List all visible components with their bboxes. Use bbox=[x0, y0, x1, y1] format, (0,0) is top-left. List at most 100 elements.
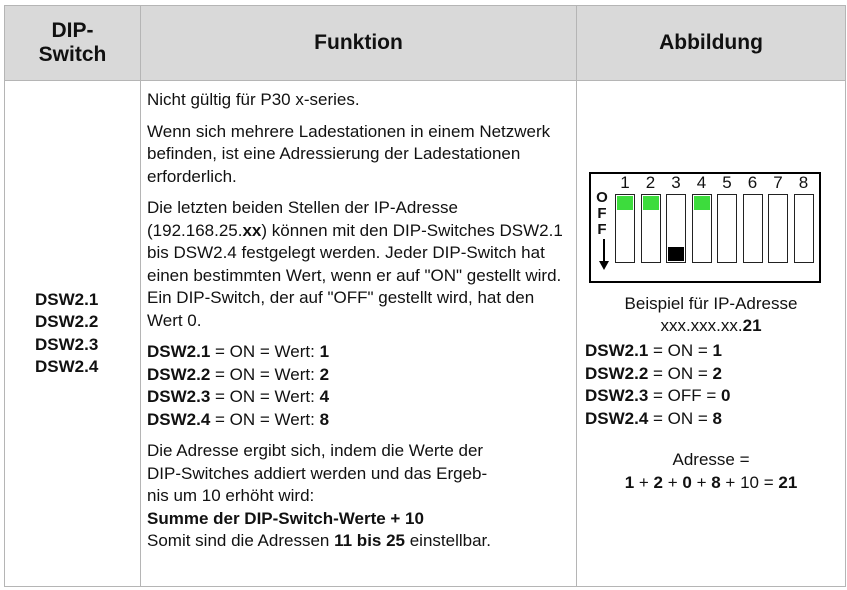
sum-op: + bbox=[663, 473, 683, 492]
ip-text-a: Die letzten beiden Stellen der IP-Adress… bbox=[147, 198, 458, 240]
sum-label: Adresse = bbox=[672, 450, 750, 469]
value-number: 8 bbox=[319, 409, 330, 429]
example-number: 2 bbox=[712, 363, 723, 383]
value-number: 1 bbox=[319, 342, 330, 361]
addressing-paragraph: Wenn sich mehrere Ladestationen in einem… bbox=[147, 121, 551, 186]
value-switch-name: DSW2.1 bbox=[147, 342, 211, 361]
example-switch-name: DSW2.1 bbox=[585, 341, 649, 360]
dip-switch-slot bbox=[640, 194, 661, 263]
value-number: 2 bbox=[319, 364, 330, 384]
off-letter: F bbox=[597, 205, 607, 222]
example-ip-prefix: xxx.xxx.xx. bbox=[660, 316, 743, 335]
sum-term: 1 bbox=[624, 473, 635, 492]
example-value-line: DSW2.3 = OFF = 0 bbox=[585, 385, 731, 408]
example-number: 0 bbox=[721, 386, 731, 405]
dip-switch-slot bbox=[717, 194, 737, 263]
header-dip-line2: Switch bbox=[38, 43, 107, 66]
example-values-list: DSW2.1 = ON = 1 DSW2.2 = ON = 2 DSW2.3 =… bbox=[585, 340, 731, 430]
switch-id: DSW2.2 bbox=[35, 312, 99, 331]
dip-switch-number: 3 bbox=[671, 173, 681, 192]
value-mid: = ON = Wert: bbox=[210, 409, 320, 429]
range-text-a: Somit sind die Adressen bbox=[147, 531, 335, 550]
ip-address-paragraph: Die letzten beiden Stellen der IP-Adress… bbox=[147, 197, 570, 332]
body-row: DSW2.1 DSW2.2 DSW2.3 DSW2.4 Nicht gültig… bbox=[4, 80, 846, 587]
sum-result: 21 bbox=[778, 473, 798, 492]
sum-formula: Summe der DIP-Switch-Werte + 10 bbox=[147, 508, 570, 531]
example-number: 1 bbox=[712, 341, 723, 360]
dip-switch-slot bbox=[691, 194, 712, 263]
sum-term: 2 bbox=[653, 473, 664, 492]
example-switch-name: DSW2.2 bbox=[585, 363, 649, 383]
example-value-line: DSW2.2 = ON = 2 bbox=[585, 363, 731, 386]
dip-switch-slot bbox=[615, 194, 635, 263]
header-row: DIP- Switch Funktion Abbildung bbox=[4, 5, 846, 81]
range-value: 11 bis 25 bbox=[334, 531, 405, 550]
dip-switch-number: 2 bbox=[645, 173, 656, 192]
header-abbildung: Abbildung bbox=[576, 5, 846, 81]
dip-on-marker bbox=[693, 196, 710, 210]
ip-text-c: ) können mit den DIP-Switches DSW2.1 bis… bbox=[147, 220, 563, 330]
off-letter: F bbox=[597, 221, 607, 238]
arrow-down-icon bbox=[599, 239, 609, 270]
dip-switch-number: 8 bbox=[798, 173, 809, 192]
dip-switch-slot bbox=[768, 194, 788, 263]
funktion-cell: Nicht gültig für P30 x-series. Wenn sich… bbox=[140, 80, 577, 587]
example-switch-name: DSW2.3 bbox=[585, 386, 649, 405]
example-caption: Beispiel für IP-Adresse bbox=[624, 294, 798, 313]
dip-switch-number: 7 bbox=[773, 173, 783, 192]
switch-value-line: DSW2.4 = ON = Wert: 8 bbox=[147, 409, 570, 432]
example-value-line: DSW2.1 = ON = 1 bbox=[585, 340, 731, 363]
dip-switch-number: 6 bbox=[747, 173, 758, 192]
dip-switch-number: 4 bbox=[696, 173, 707, 192]
address-explanation: Die Adresse ergibt sich, indem die Werte… bbox=[147, 440, 570, 553]
value-switch-name: DSW2.2 bbox=[147, 364, 211, 384]
sum-op: + bbox=[634, 473, 654, 492]
off-label: O F F bbox=[596, 190, 608, 238]
switch-value-line: DSW2.3 = ON = Wert: 4 bbox=[147, 386, 570, 409]
dip-switch-table: DIP- Switch Funktion Abbildung DSW2.1 DS… bbox=[4, 5, 846, 587]
sum-op: + 10 = bbox=[720, 473, 779, 492]
header-dip-switch: DIP- Switch bbox=[4, 5, 141, 81]
sum-calculation: 1 + 2 + 0 + 8 + 10 = 21 bbox=[577, 472, 845, 495]
range-text-c: einstellbar. bbox=[405, 531, 491, 550]
example-switch-name: DSW2.4 bbox=[585, 408, 649, 428]
header-dip-line1: DIP- bbox=[51, 19, 94, 42]
value-mid: = ON = Wert: bbox=[210, 364, 320, 384]
switch-values-list: DSW2.1 = ON = Wert: 1 DSW2.2 = ON = Wert… bbox=[147, 341, 570, 431]
sum-op: + bbox=[691, 473, 712, 492]
explanation-line: Die Adresse ergibt sich, indem die Werte… bbox=[147, 441, 484, 460]
dip-off-marker bbox=[668, 247, 684, 261]
dip-on-marker bbox=[617, 196, 633, 210]
example-mid: = OFF = bbox=[648, 386, 722, 405]
dip-on-marker bbox=[642, 196, 659, 210]
example-mid: = ON = bbox=[648, 408, 713, 428]
value-switch-name: DSW2.4 bbox=[147, 409, 211, 429]
switch-id-cell: DSW2.1 DSW2.2 DSW2.3 DSW2.4 bbox=[4, 80, 141, 587]
value-mid: = ON = Wert: bbox=[210, 342, 320, 361]
explanation-line: DIP-Switches addiert werden und das Erge… bbox=[147, 463, 488, 483]
dip-switch-number: 1 bbox=[620, 173, 630, 192]
ip-placeholder: xx bbox=[242, 220, 262, 240]
example-ip: xxx.xxx.xx.21 bbox=[577, 315, 845, 338]
off-letter: O bbox=[596, 189, 608, 206]
header-funktion: Funktion bbox=[140, 5, 577, 81]
sum-term: 0 bbox=[682, 473, 692, 492]
switch-id: DSW2.4 bbox=[35, 357, 99, 376]
explanation-line: nis um 10 erhöht wird: bbox=[147, 486, 315, 505]
switch-id: DSW2.3 bbox=[35, 334, 99, 354]
value-number: 4 bbox=[319, 387, 330, 406]
value-mid: = ON = Wert: bbox=[210, 387, 320, 406]
dip-switch-slot bbox=[793, 194, 814, 263]
switch-value-line: DSW2.2 = ON = Wert: 2 bbox=[147, 364, 570, 387]
dip-switch-slot bbox=[742, 194, 763, 263]
example-value-line: DSW2.4 = ON = 8 bbox=[585, 408, 731, 431]
address-range-line: Somit sind die Adressen 11 bis 25 einste… bbox=[147, 530, 570, 553]
switch-id: DSW2.1 bbox=[35, 289, 99, 309]
example-ip-suffix: 21 bbox=[742, 316, 762, 335]
dip-switch-slot bbox=[666, 194, 686, 263]
not-valid-note: Nicht gültig für P30 x-series. bbox=[147, 90, 360, 109]
example-mid: = ON = bbox=[648, 341, 713, 360]
sum-term: 8 bbox=[711, 473, 721, 492]
